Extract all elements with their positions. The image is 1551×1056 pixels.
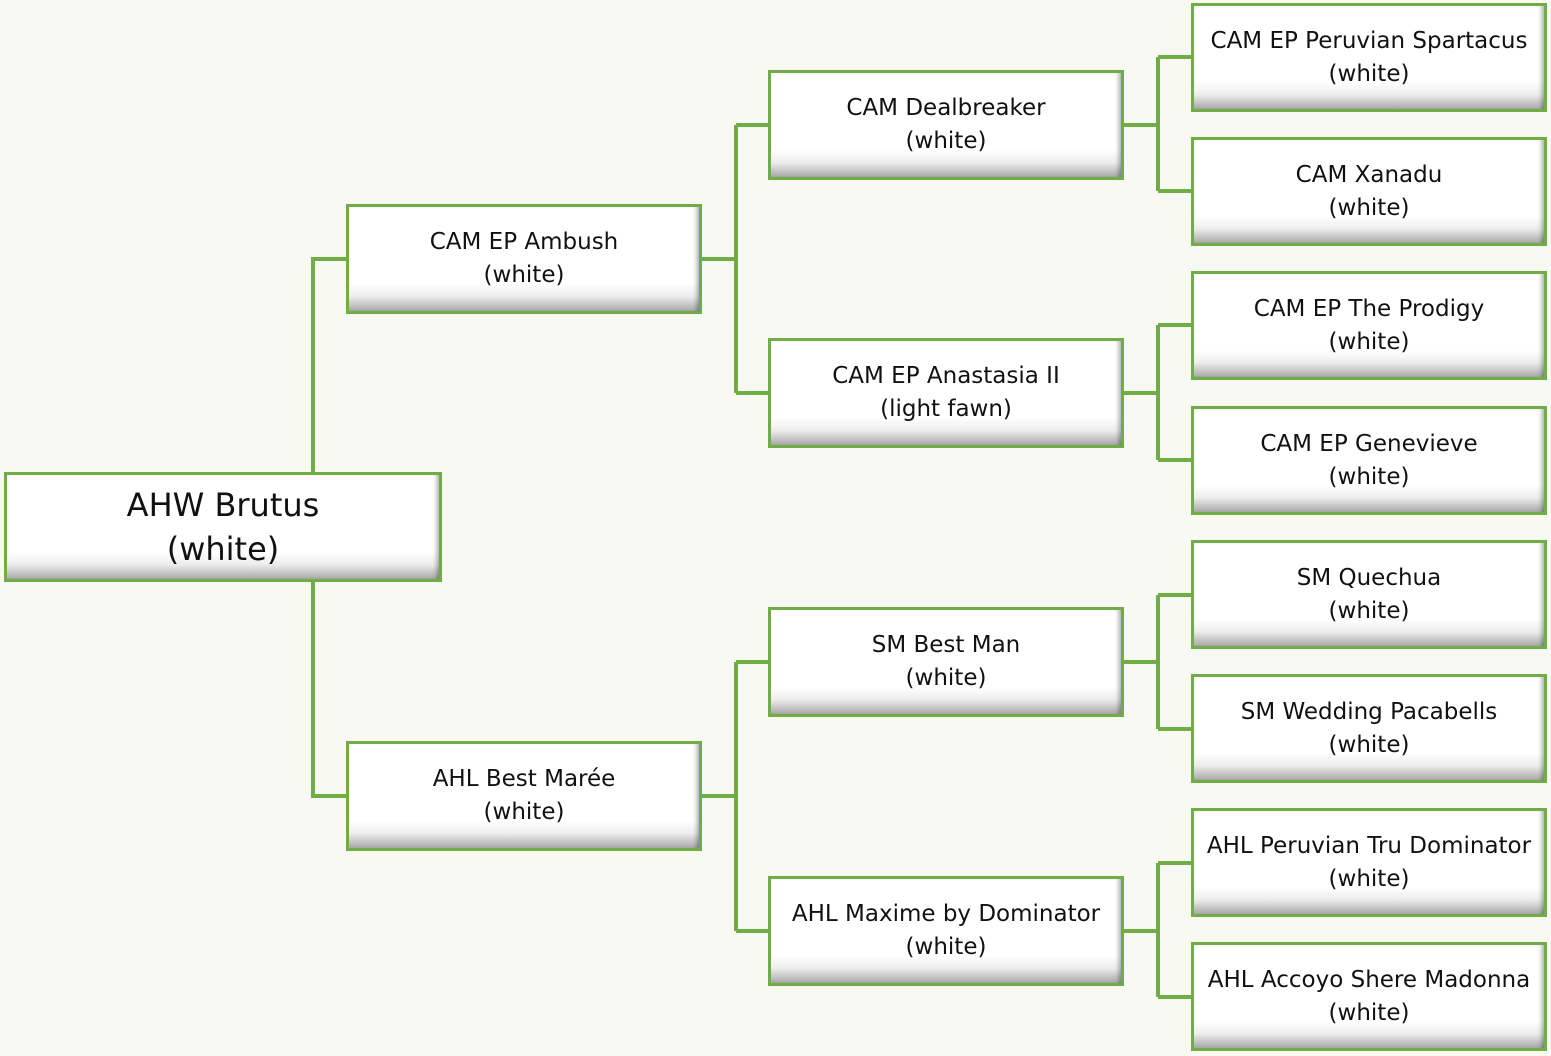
- connector-subject-parents: [311, 257, 348, 798]
- sire-dam-dam-name: CAM EP Genevieve: [1260, 430, 1478, 457]
- connector-sire-dam-parents: [1123, 323, 1193, 462]
- dam-name: AHL Best Marée: [432, 766, 616, 792]
- dam-sire-color: (white): [905, 665, 987, 691]
- dam-dam-dam-node: AHL Accoyo Shere Madonna (white): [1191, 942, 1547, 1051]
- dam-sire-node: SM Best Man (white): [768, 607, 1124, 717]
- sire-dam-dam-node: CAM EP Genevieve (white): [1191, 406, 1547, 515]
- sire-dam-sire-name: CAM EP The Prodigy: [1253, 295, 1485, 322]
- dam-dam-sire-node: AHL Peruvian Tru Dominator (white): [1191, 808, 1547, 917]
- connector-dam-dam-parents: [1123, 861, 1193, 999]
- sire-node: CAM EP Ambush (white): [346, 204, 702, 314]
- connector-dam-parents: [701, 660, 770, 933]
- dam-sire-dam-node: SM Wedding Pacabells (white): [1191, 674, 1547, 783]
- sire-color: (white): [483, 262, 565, 288]
- dam-node: AHL Best Marée (white): [346, 741, 702, 851]
- dam-dam-sire-color: (white): [1328, 865, 1410, 892]
- sire-dam-color: (light fawn): [880, 396, 1012, 422]
- sire-dam-sire-color: (white): [1328, 328, 1410, 355]
- sire-sire-dam-color: (white): [1328, 194, 1410, 221]
- dam-dam-name: AHL Maxime by Dominator: [791, 901, 1101, 927]
- connector-dam-sire-parents: [1123, 593, 1193, 731]
- sire-name: CAM EP Ambush: [429, 229, 619, 255]
- dam-sire-sire-node: SM Quechua (white): [1191, 540, 1547, 649]
- dam-dam-node: AHL Maxime by Dominator (white): [768, 876, 1124, 986]
- sire-sire-name: CAM Dealbreaker: [846, 95, 1046, 121]
- sire-sire-sire-name: CAM EP Peruvian Spartacus: [1210, 27, 1528, 54]
- sire-sire-sire-color: (white): [1328, 60, 1410, 87]
- subject-name: AHW Brutus: [126, 486, 320, 524]
- subject-node: AHW Brutus (white): [4, 472, 442, 582]
- sire-dam-name: CAM EP Anastasia II: [832, 363, 1060, 389]
- subject-color: (white): [166, 530, 280, 568]
- dam-dam-color: (white): [905, 934, 987, 960]
- dam-sire-dam-color: (white): [1328, 731, 1410, 758]
- dam-sire-sire-color: (white): [1328, 597, 1410, 624]
- dam-sire-dam-name: SM Wedding Pacabells: [1240, 698, 1498, 725]
- sire-sire-dam-name: CAM Xanadu: [1295, 161, 1443, 188]
- sire-dam-node: CAM EP Anastasia II (light fawn): [768, 338, 1124, 448]
- dam-color: (white): [483, 799, 565, 825]
- connector-sire-parents: [701, 123, 770, 395]
- sire-sire-node: CAM Dealbreaker (white): [768, 70, 1124, 180]
- sire-sire-color: (white): [905, 128, 987, 154]
- dam-sire-sire-name: SM Quechua: [1296, 564, 1442, 591]
- dam-dam-dam-color: (white): [1328, 999, 1410, 1026]
- sire-sire-sire-node: CAM EP Peruvian Spartacus (white): [1191, 3, 1547, 112]
- sire-sire-dam-node: CAM Xanadu (white): [1191, 137, 1547, 246]
- connector-sire-sire-parents: [1123, 55, 1193, 193]
- dam-dam-sire-name: AHL Peruvian Tru Dominator: [1206, 832, 1532, 859]
- sire-dam-sire-node: CAM EP The Prodigy (white): [1191, 271, 1547, 380]
- dam-sire-name: SM Best Man: [871, 632, 1021, 658]
- sire-dam-dam-color: (white): [1328, 463, 1410, 490]
- dam-dam-dam-name: AHL Accoyo Shere Madonna: [1207, 966, 1531, 993]
